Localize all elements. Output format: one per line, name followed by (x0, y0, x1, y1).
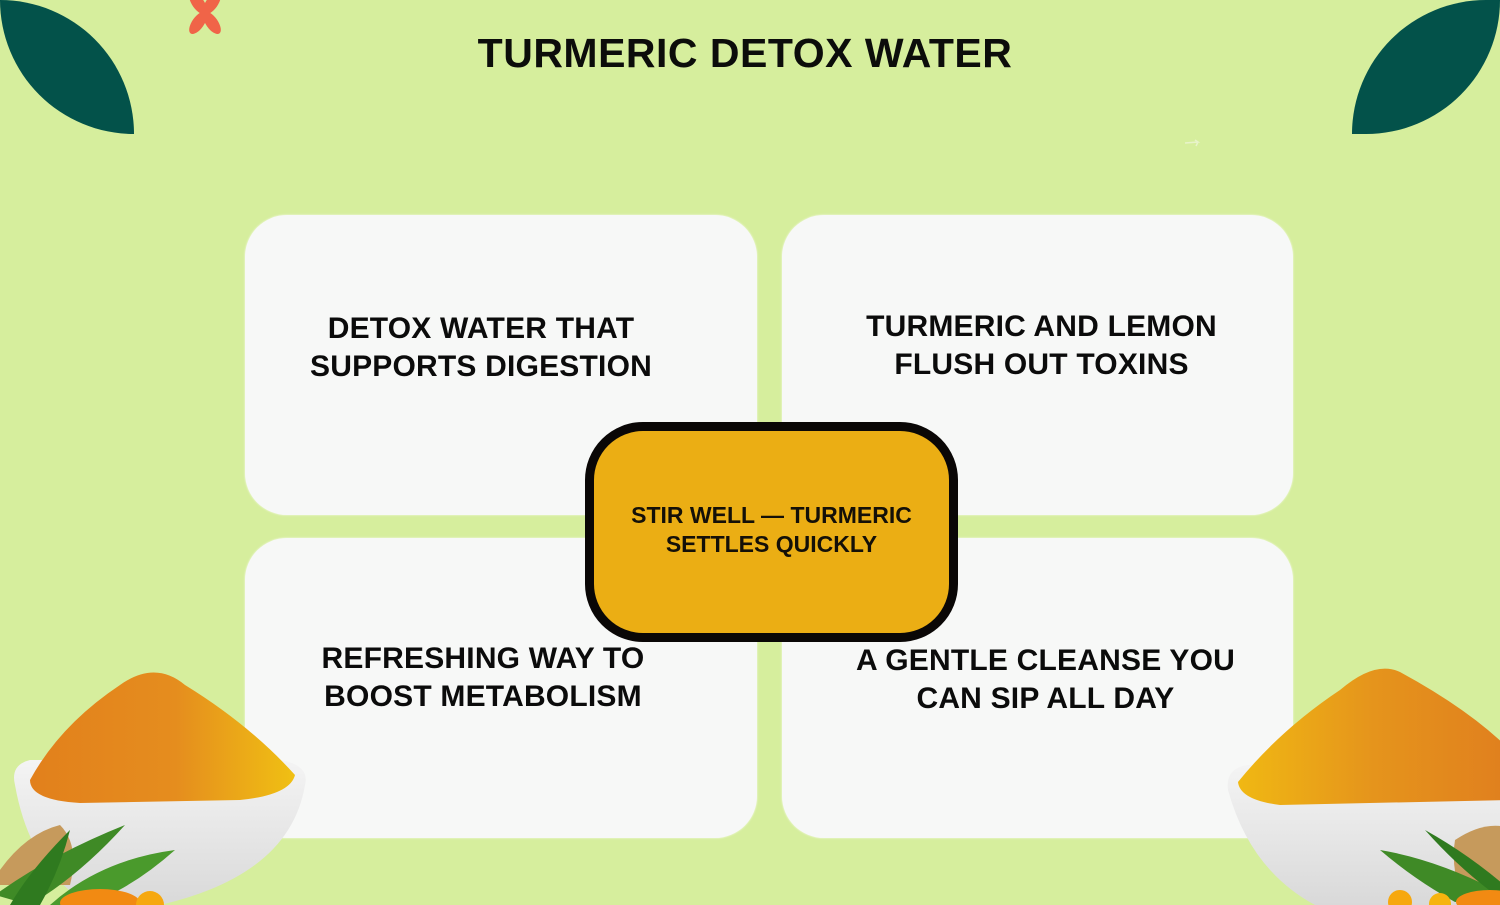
turmeric-bowl-image-right (1227, 668, 1500, 905)
card-text: REFRESHING WAY TO BOOST METABOLISM (321, 642, 645, 713)
turmeric-bowl-image-left (0, 672, 306, 905)
card-text: TURMERIC AND LEMON FLUSH OUT TOXINS (866, 310, 1217, 381)
flower-icon (189, 0, 221, 35)
page-title: TURMERIC DETOX WATER (477, 30, 1013, 76)
sparkle-icon (1184, 139, 1201, 147)
center-tip-text: STIR WELL — TURMERIC SETTLES QUICKLY (631, 502, 912, 557)
center-tip-box: STIR WELL — TURMERIC SETTLES QUICKLY (585, 422, 958, 642)
card-text: DETOX WATER THAT SUPPORTS DIGESTION (310, 312, 652, 383)
card-text: A GENTLE CLEANSE YOU CAN SIP ALL DAY (855, 644, 1236, 715)
